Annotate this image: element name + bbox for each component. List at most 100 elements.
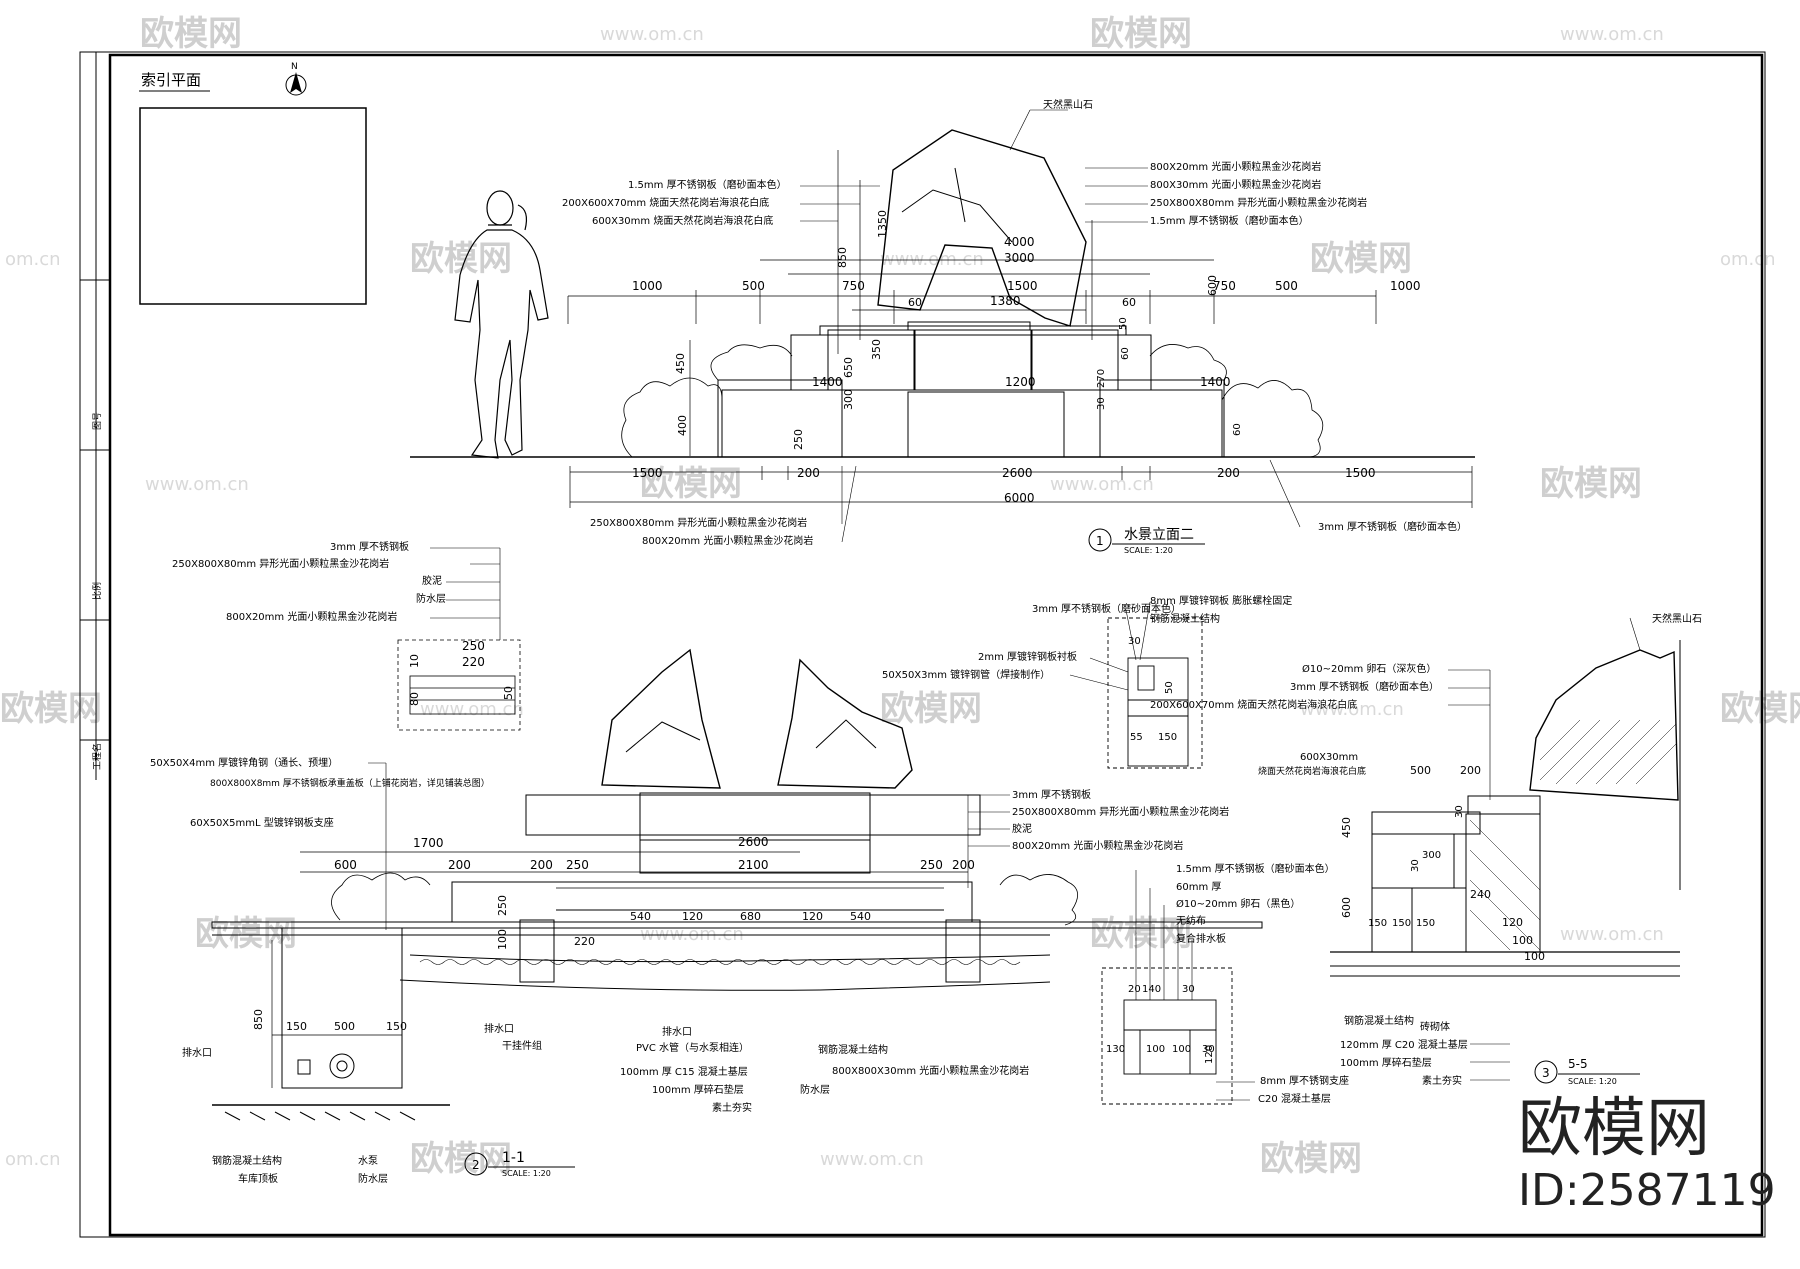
svg-text:干挂件组: 干挂件组 <box>502 1039 542 1052</box>
watermark-brand: 欧模网 <box>140 14 242 54</box>
svg-text:车库顶板: 车库顶板 <box>238 1172 278 1185</box>
svg-text:素土夯实: 素土夯实 <box>1422 1074 1462 1087</box>
svg-text:200X600X70mm 烧面天然花岗岩海浪花白底: 200X600X70mm 烧面天然花岗岩海浪花白底 <box>1150 698 1357 711</box>
svg-text:SCALE: 1:20: SCALE: 1:20 <box>1124 546 1173 555</box>
svg-text:C20 混凝土基层: C20 混凝土基层 <box>1258 1092 1331 1105</box>
svg-text:270: 270 <box>1096 369 1107 388</box>
svg-text:250X800X80mm 异形光面小颗粒黑金沙花岗岩: 250X800X80mm 异形光面小颗粒黑金沙花岗岩 <box>1012 805 1229 818</box>
svg-text:200X600X70mm 烧面天然花岗岩海浪花白底: 200X600X70mm 烧面天然花岗岩海浪花白底 <box>562 196 769 209</box>
section-view-1-1: 250 220 80 10 50 1700 600 200 200 250 26… <box>150 540 1263 1185</box>
svg-text:Ø10~20mm 卵石（深灰色）: Ø10~20mm 卵石（深灰色） <box>1302 662 1436 675</box>
svg-text:1.5mm 厚不锈钢板（磨砂面本色）: 1.5mm 厚不锈钢板（磨砂面本色） <box>1150 214 1309 227</box>
svg-text:240: 240 <box>1470 888 1491 901</box>
svg-text:1500: 1500 <box>1345 466 1376 480</box>
svg-text:胶泥: 胶泥 <box>1012 822 1032 835</box>
index-plan-title: 索引平面 <box>141 71 201 89</box>
svg-text:4000: 4000 <box>1004 235 1035 249</box>
watermark-url: www.om.cn <box>1050 474 1154 495</box>
svg-text:600: 600 <box>334 858 357 872</box>
svg-text:3000: 3000 <box>1004 251 1035 265</box>
svg-text:200: 200 <box>1217 466 1240 480</box>
svg-text:1500: 1500 <box>1007 279 1038 293</box>
svg-text:8mm 厚镀锌钢板 膨胀螺栓固定: 8mm 厚镀锌钢板 膨胀螺栓固定 <box>1150 594 1292 607</box>
watermark-url: www.om.cn <box>1300 699 1404 720</box>
detail-b-leaders <box>1135 870 1255 1101</box>
svg-text:50X50X3mm 镀锌钢管（焊接制作）: 50X50X3mm 镀锌钢管（焊接制作） <box>882 668 1050 681</box>
svg-text:50X50X4mm 厚镀锌角钢（通长、预埋）: 50X50X4mm 厚镀锌角钢（通长、预埋） <box>150 756 338 769</box>
svg-text:3mm 厚不锈钢板: 3mm 厚不锈钢板 <box>330 540 409 553</box>
svg-text:600: 600 <box>1340 897 1353 918</box>
svg-text:30: 30 <box>1202 1044 1215 1055</box>
watermark-brand: 欧模网 <box>1720 689 1800 729</box>
index-plan: 索引平面 N <box>139 62 367 305</box>
svg-text:800X20mm 光面小颗粒黑金沙花岗岩: 800X20mm 光面小颗粒黑金沙花岗岩 <box>226 610 397 623</box>
svg-text:天然黑山石: 天然黑山石 <box>1043 98 1093 111</box>
svg-text:1000: 1000 <box>1390 279 1421 293</box>
svg-text:30: 30 <box>1096 397 1107 410</box>
svg-text:140: 140 <box>1142 984 1161 995</box>
elevation-dimension-texts: 1000 500 750 1500 750 500 1000 4000 3000… <box>632 210 1421 505</box>
svg-text:30: 30 <box>1128 636 1141 647</box>
section-title: 2 1-1 SCALE: 1:20 <box>464 1150 575 1178</box>
section-5-5-geometry <box>1330 640 1681 977</box>
svg-text:55: 55 <box>1130 732 1143 743</box>
svg-text:30: 30 <box>1454 805 1465 818</box>
svg-text:800X20mm 光面小颗粒黑金沙花岗岩: 800X20mm 光面小颗粒黑金沙花岗岩 <box>1012 839 1183 852</box>
svg-text:250X800X80mm 异形光面小颗粒黑金沙花岗岩: 250X800X80mm 异形光面小颗粒黑金沙花岗岩 <box>1150 196 1367 209</box>
svg-text:砖砌体: 砖砌体 <box>1420 1020 1450 1033</box>
svg-text:540: 540 <box>850 910 871 923</box>
svg-text:750: 750 <box>842 279 865 293</box>
svg-text:1350: 1350 <box>876 210 889 238</box>
svg-text:1000: 1000 <box>632 279 663 293</box>
svg-text:排水口: 排水口 <box>484 1022 514 1035</box>
svg-text:防水层: 防水层 <box>358 1172 388 1185</box>
svg-text:50: 50 <box>502 686 515 700</box>
svg-text:1200: 1200 <box>1005 375 1036 389</box>
section-5-5-dims: 500 200 30 450 300 30 240 600 150 150 15… <box>1340 764 1545 963</box>
svg-text:600X30mm 烧面天然花岗岩海浪花白底: 600X30mm 烧面天然花岗岩海浪花白底 <box>592 214 773 227</box>
north-arrow-icon: N <box>285 62 307 96</box>
section-labels-right: 3mm 厚不锈钢板 250X800X80mm 异形光面小颗粒黑金沙花岗岩 胶泥 … <box>1012 788 1229 852</box>
svg-text:250X800X80mm 异形光面小颗粒黑金沙花岗岩: 250X800X80mm 异形光面小颗粒黑金沙花岗岩 <box>590 516 807 529</box>
watermark-url: www.om.cn <box>1560 924 1664 945</box>
svg-text:3mm 厚不锈钢板（磨砂面本色）: 3mm 厚不锈钢板（磨砂面本色） <box>1290 680 1439 693</box>
title-block-project: 工程名 <box>91 743 103 770</box>
svg-text:250X800X80mm 异形光面小颗粒黑金沙花岗岩: 250X800X80mm 异形光面小颗粒黑金沙花岗岩 <box>172 557 389 570</box>
elevation-geometry <box>410 129 1475 458</box>
svg-text:50: 50 <box>1118 317 1129 330</box>
watermark-url: om.cn <box>5 1149 61 1170</box>
watermark-url: www.om.cn <box>600 24 704 45</box>
gravel-pattern <box>419 959 1021 965</box>
detail-b-labels: 1.5mm 厚不锈钢板（磨砂面本色） 60mm 厚 Ø10~20mm 卵石（黑色… <box>1106 862 1349 1105</box>
watermark-brand: 欧模网 <box>1090 14 1192 54</box>
watermark-url: www.om.cn <box>145 474 249 495</box>
svg-text:防水层: 防水层 <box>416 592 446 605</box>
section-5-5-hatch <box>1469 719 1677 951</box>
svg-text:350: 350 <box>870 339 883 360</box>
svg-text:200: 200 <box>530 858 553 872</box>
svg-text:600: 600 <box>1206 275 1219 296</box>
svg-text:100: 100 <box>1172 1044 1191 1055</box>
svg-text:150: 150 <box>1416 918 1435 929</box>
svg-text:100mm 厚碎石垫层: 100mm 厚碎石垫层 <box>1340 1056 1432 1069</box>
detail-a: 3mm 厚不锈钢板（磨砂面本色） 8mm 厚镀锌钢板 膨胀螺栓固定 钢筋混凝土结… <box>882 594 1292 769</box>
hedge-outline <box>331 872 1078 926</box>
svg-text:60mm 厚: 60mm 厚 <box>1176 881 1221 893</box>
svg-text:30: 30 <box>1182 984 1195 995</box>
watermark-brand: 欧模网 <box>640 464 742 504</box>
section-5-5-leaders <box>1448 617 1641 1081</box>
human-figure-icon <box>454 190 549 459</box>
detail-b-geometry <box>1101 967 1233 1105</box>
detail-a-labels: 3mm 厚不锈钢板（磨砂面本色） 8mm 厚镀锌钢板 膨胀螺栓固定 钢筋混凝土结… <box>882 594 1292 743</box>
svg-text:水泵: 水泵 <box>358 1155 378 1167</box>
svg-text:10: 10 <box>408 654 421 668</box>
svg-text:6000: 6000 <box>1004 491 1035 505</box>
svg-text:2: 2 <box>472 1158 480 1172</box>
title-block-sheet: 图号 <box>92 412 103 430</box>
svg-text:60: 60 <box>908 296 922 309</box>
svg-text:5-5: 5-5 <box>1568 1057 1588 1071</box>
svg-text:100mm 厚碎石垫层: 100mm 厚碎石垫层 <box>652 1083 744 1096</box>
svg-text:500: 500 <box>1410 764 1431 777</box>
svg-text:水景立面二: 水景立面二 <box>1124 527 1194 543</box>
